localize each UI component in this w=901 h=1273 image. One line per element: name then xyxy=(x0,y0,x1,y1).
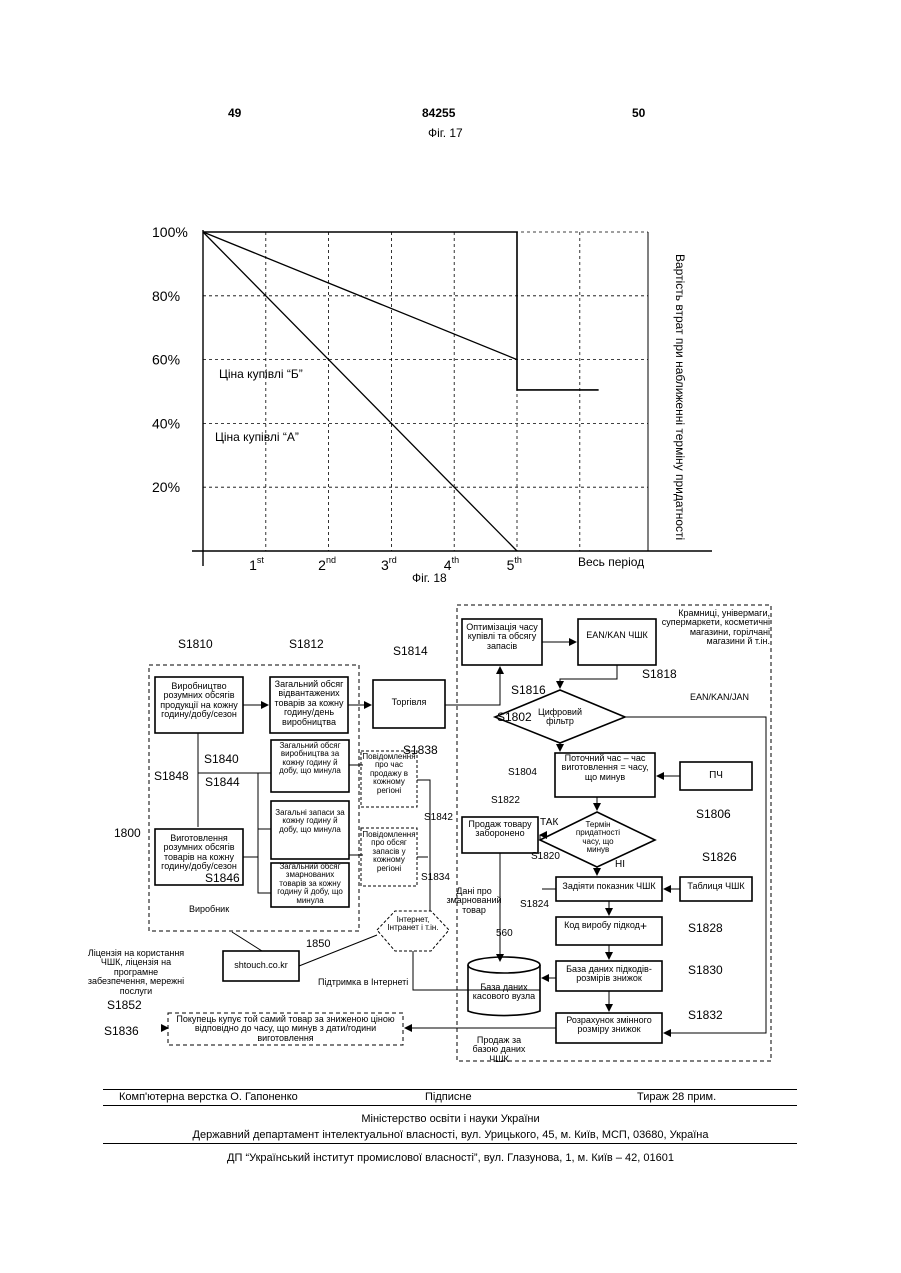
footer-rule-bottom xyxy=(103,1143,797,1144)
stores-text: Крамниці, універмаги, супермаркети, косм… xyxy=(650,609,770,647)
label-s1826: S1826 xyxy=(702,851,762,864)
current-time-text: Поточний час – час виготовлення = часу, … xyxy=(557,754,653,782)
label-s1806: S1806 xyxy=(696,808,756,821)
label-s1818: S1818 xyxy=(642,668,702,681)
figure-18-caption: Фіг. 18 xyxy=(412,571,447,585)
sale-db-text: Продаж за базою даних ЧШК xyxy=(463,1036,535,1064)
customer-text: Покупець купує той самий товар за знижен… xyxy=(170,1015,401,1043)
label-s1846: S1846 xyxy=(205,872,255,885)
label-s1832: S1832 xyxy=(688,1009,748,1022)
footer-layout: Комп'ютерна верстка О. Гапоненко xyxy=(119,1091,298,1103)
footer-institute: ДП “Український інститут промислової вла… xyxy=(0,1152,901,1164)
label-s1840: S1840 xyxy=(204,753,254,766)
yes-text: ТАК xyxy=(540,818,570,829)
footer-ministry: Міністерство освіти і науки України xyxy=(0,1113,901,1125)
side-loss-label: Вартість втрат при наближенні терміну пр… xyxy=(673,254,687,540)
shelf-life-text: Термін придатності часу, що минув xyxy=(572,821,624,855)
internet-text: Інтернет, Інтранет і т.ін. xyxy=(386,916,440,933)
manufacture-text: Виготовлення розумних обсягів товарів на… xyxy=(157,834,241,872)
label-s1828: S1828 xyxy=(688,922,748,935)
msg-volume-text: Повідомлення про обсяг запасів у кожному… xyxy=(362,831,416,873)
msg-time-text: Повідомлення про час продажу в кожному р… xyxy=(362,753,416,795)
label-s1810: S1810 xyxy=(178,638,238,651)
label-s1814: S1814 xyxy=(393,645,453,658)
series-label-a: Ціна купівлі “А” xyxy=(215,430,299,444)
label-560: 560 xyxy=(496,929,526,940)
y-tick-label-4: 20% xyxy=(152,479,180,495)
footer-rule-mid xyxy=(103,1105,797,1106)
series-line-1 xyxy=(203,232,517,551)
calc-discount-text: Розрахунок змінного розміру знижок xyxy=(558,1016,660,1035)
y-tick-label-0: 100% xyxy=(152,224,188,240)
label-s1842: S1842 xyxy=(424,813,464,824)
footer-circulation: Тираж 28 прим. xyxy=(637,1091,716,1103)
no-text: НІ xyxy=(615,860,645,871)
wasted-text: Загальний обсяг змарнованих товарів за к… xyxy=(273,863,347,905)
optimization-text: Оптимізація часу купівлі та обсягу запас… xyxy=(464,623,540,651)
label-1800: 1800 xyxy=(114,827,154,840)
production-text: Виробництво розумних обсягів продукції н… xyxy=(157,682,241,720)
table-text: Таблиця ЧШК xyxy=(682,882,750,891)
sale-forbidden-text: Продаж товару заборонено xyxy=(464,820,536,839)
x-tick-label-4: 5th xyxy=(507,555,522,573)
chart-series xyxy=(203,232,599,551)
site-text: shtouch.co.kr xyxy=(225,961,297,970)
x-tick-label-5: Весь період xyxy=(578,555,644,569)
license-text: Ліцензія на користання ЧШК, ліцензія на … xyxy=(84,949,188,996)
support-text: Підтримка в Інтернеті xyxy=(318,978,414,987)
label-s1830: S1830 xyxy=(688,964,748,977)
ean-label-text: EAN/KAN/JAN xyxy=(690,693,770,702)
subcode-db-text: База даних підкодів-розмірів знижок xyxy=(558,965,660,984)
plus-text: + xyxy=(640,920,654,933)
y-tick-label-1: 80% xyxy=(152,288,180,304)
pch-text: ПЧ xyxy=(682,771,750,782)
stock-text: Загальні запаси за кожну годину й добу, … xyxy=(273,809,347,834)
remove-indicator-text: Задіяти показник ЧШК xyxy=(558,882,660,891)
label-s1824: S1824 xyxy=(520,900,560,911)
flowchart-labels: S1810S1812S1814S1816S1818S1802S1804S1806… xyxy=(0,595,901,1090)
x-tick-label-0: 1st xyxy=(249,555,264,573)
label-s1834: S1834 xyxy=(421,873,461,884)
y-tick-label-3: 40% xyxy=(152,415,180,431)
chart-y-ticks: 100% 80% 60% 40% 20% xyxy=(152,224,188,495)
label-s1852: S1852 xyxy=(107,999,157,1012)
x-tick-label-1: 2nd xyxy=(318,555,336,573)
footer-signed: Підписне xyxy=(425,1091,472,1103)
label-s1812: S1812 xyxy=(289,638,349,651)
ean-box-text: EAN/KAN ЧШК xyxy=(580,631,654,640)
trading-text: Торгівля xyxy=(375,698,443,707)
shipped-text: Загальний обсяг відвантажених товарів за… xyxy=(272,680,346,727)
pos-db-text: База даних касового вузла xyxy=(470,983,538,1002)
label-s1816: S1816 xyxy=(511,684,571,697)
footer-rule-top xyxy=(103,1089,797,1090)
label-s1822: S1822 xyxy=(491,796,531,807)
label-1850: 1850 xyxy=(306,939,346,951)
label-s1848: S1848 xyxy=(154,770,204,783)
footer-department: Державний департамент інтелектуальної вл… xyxy=(0,1129,901,1141)
digital-filter-text: Цифровий фільтр xyxy=(530,708,590,727)
y-tick-label-2: 60% xyxy=(152,352,180,368)
x-tick-label-2: 3rd xyxy=(381,555,397,573)
damaged-data-text: Дані про змарнований товар xyxy=(446,887,502,915)
figure-18-chart: 100%80%60%40%20% 1st2nd3rd4th5thВесь пер… xyxy=(0,0,901,600)
product-code-text: Код виробу підкод xyxy=(562,921,642,930)
label-s1836: S1836 xyxy=(104,1025,154,1038)
label-s1804: S1804 xyxy=(508,768,548,779)
chart-grid xyxy=(203,232,648,551)
manufacturer-text: Виробник xyxy=(189,905,249,914)
chart-axes xyxy=(192,230,712,566)
label-s1820: S1820 xyxy=(531,852,571,863)
label-s1844: S1844 xyxy=(205,776,255,789)
total-production-text: Загальний обсяг виробництва за кожну год… xyxy=(273,742,347,776)
series-label-b: Ціна купівлі “Б” xyxy=(219,367,303,381)
